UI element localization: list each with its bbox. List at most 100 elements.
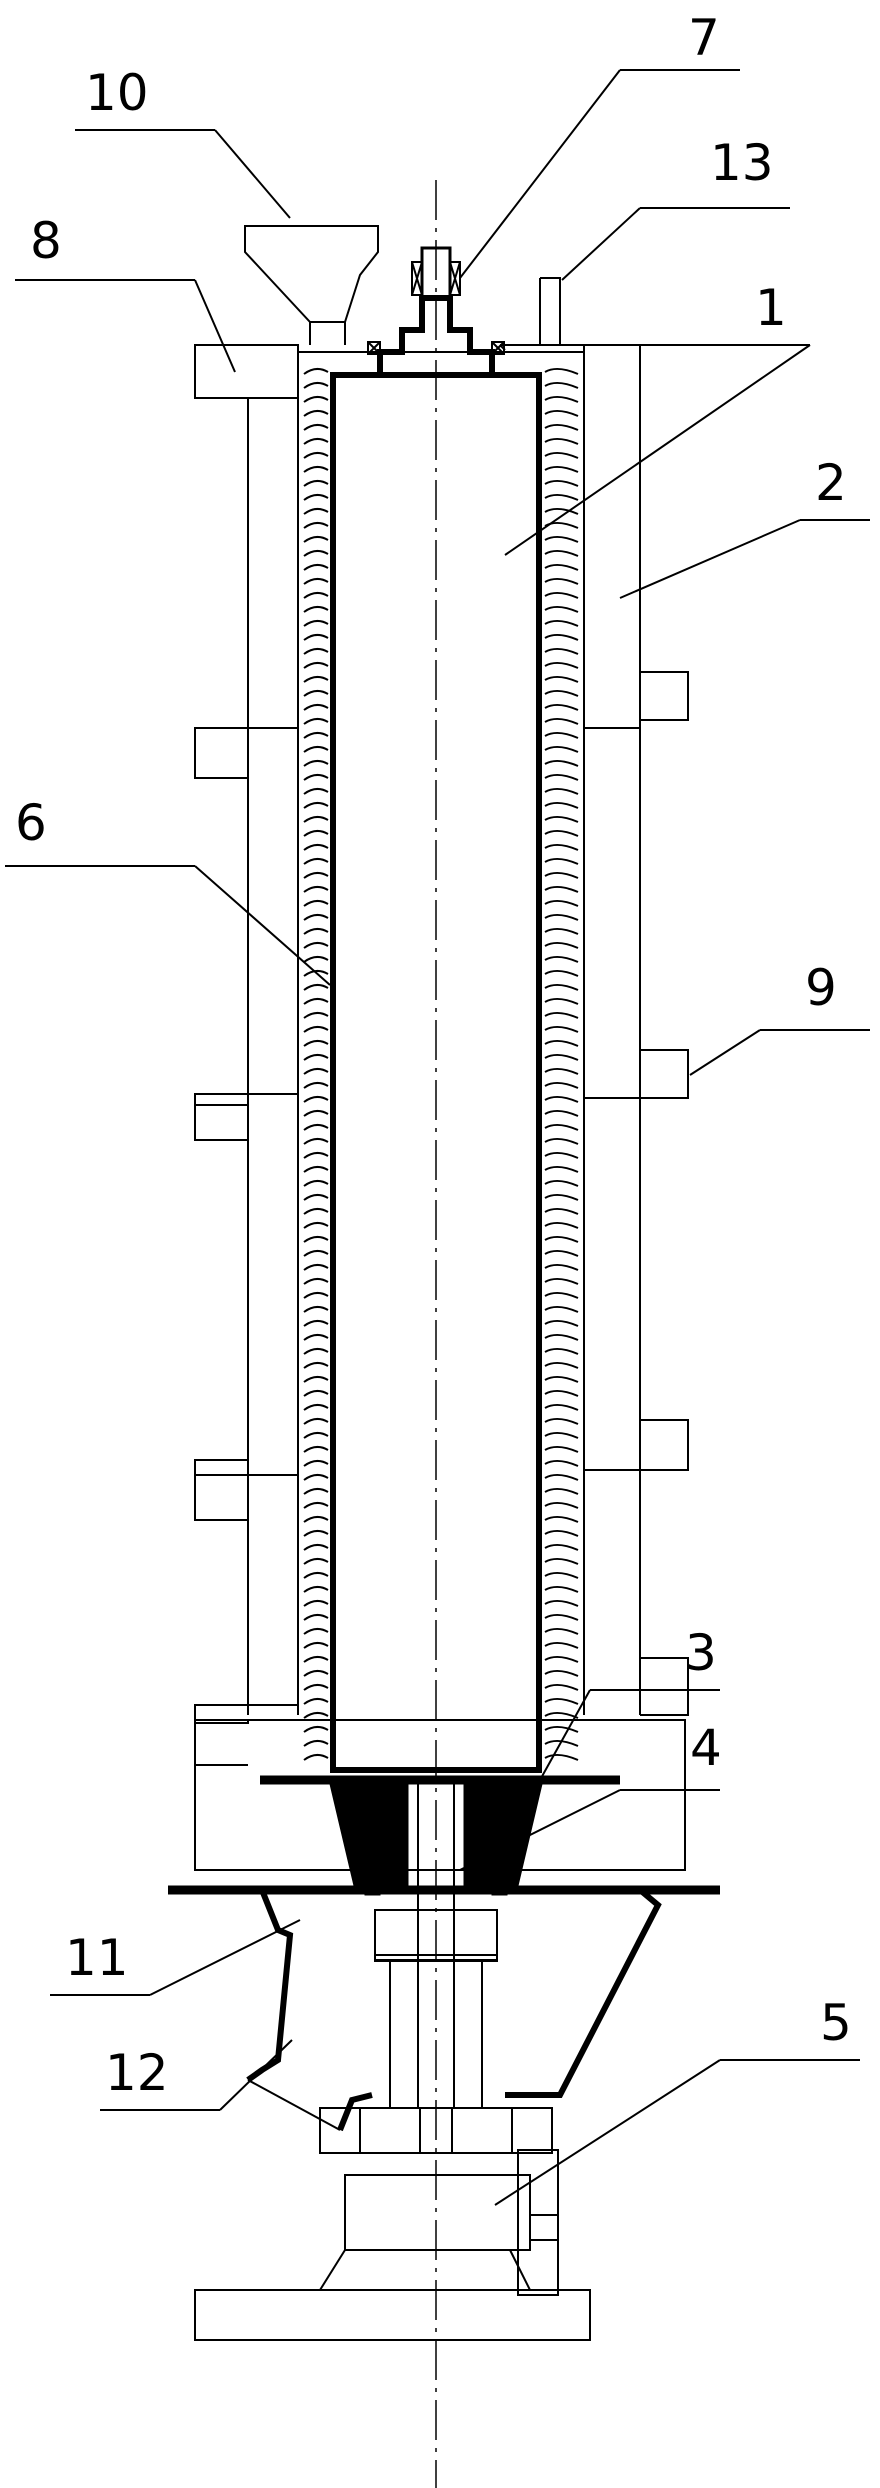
discharge-chute-left <box>240 1887 294 2083</box>
coil-turn-left <box>303 886 329 893</box>
label-7: 7 <box>688 9 720 67</box>
coil-turn-right <box>544 396 579 403</box>
lower-bearing-block-inner <box>374 1954 498 1962</box>
coil-turn-left <box>303 1236 329 1243</box>
coil-turn-left <box>303 1054 329 1061</box>
coil-turn-right <box>544 536 579 543</box>
coil-turn-right <box>544 1082 579 1089</box>
coil-turn-left <box>303 1460 329 1467</box>
coil-turn-right <box>544 1740 579 1747</box>
label-1: 1 <box>755 279 787 337</box>
coil-turn-right <box>544 424 579 431</box>
coil-turn-left <box>303 1138 329 1145</box>
coil-turn-right <box>544 508 579 515</box>
coil-turn-right <box>544 1670 579 1677</box>
coil-turn-right <box>544 1460 579 1467</box>
coil-turn-left <box>303 1334 329 1341</box>
coil-turn-left <box>303 1558 329 1565</box>
coil-turn-left <box>303 1628 329 1635</box>
coil-turn-left <box>303 802 329 809</box>
coil-turn-right <box>544 1054 579 1061</box>
top-bearing-right <box>449 261 461 296</box>
label-8: 8 <box>30 212 62 270</box>
vent-pipe <box>539 277 561 345</box>
coil-turn-right <box>544 578 579 585</box>
coil-turn-right <box>544 494 579 501</box>
coil-turn-right <box>544 1320 579 1327</box>
coil-turn-right <box>544 1152 579 1159</box>
shaft-hub-right <box>463 1783 493 1895</box>
coil-turn-right <box>544 788 579 795</box>
coil-turn-left <box>303 718 329 725</box>
coil-turn-left <box>303 508 329 515</box>
coil-turn-right <box>544 1474 579 1481</box>
coil-turn-left <box>303 648 329 655</box>
coil-turn-right <box>544 1306 579 1313</box>
coil-turn-right <box>544 1208 579 1215</box>
coil-turn-right <box>544 1684 579 1691</box>
coil-turn-left <box>303 1250 329 1257</box>
motor-base <box>194 2289 591 2341</box>
leader-7 <box>459 69 740 279</box>
label-9: 9 <box>805 959 837 1017</box>
coil-turn-right <box>544 760 579 767</box>
shaft-hub-left <box>379 1783 409 1895</box>
coil-turn-right <box>544 1628 579 1635</box>
discharge-outlet-left <box>337 2092 373 2132</box>
coil-turn-left <box>303 1572 329 1579</box>
coil-turn-right <box>544 984 579 991</box>
coil-turn-right <box>544 1390 579 1397</box>
coil-turn-right <box>544 1530 579 1537</box>
coil-turn-left <box>303 396 329 403</box>
coil-turn-left <box>303 1418 329 1425</box>
coil-turn-right <box>544 1180 579 1187</box>
coil-turn-left <box>303 676 329 683</box>
coil-turn-right <box>544 830 579 837</box>
coil-turn-left <box>303 928 329 935</box>
coil-turn-left <box>303 1194 329 1201</box>
coil-turn-right <box>544 914 579 921</box>
coil-turn-right <box>544 1502 579 1509</box>
coil-turn-right <box>544 690 579 697</box>
coil-turn-right <box>544 900 579 907</box>
coil-turn-left <box>303 494 329 501</box>
coil-turn-right <box>544 466 579 473</box>
coil-turn-right <box>544 1040 579 1047</box>
coil-turn-left <box>303 1208 329 1215</box>
coil-turn-left <box>303 1586 329 1593</box>
coil-turn-left <box>303 1082 329 1089</box>
label-10: 10 <box>85 64 149 122</box>
coil-turn-right <box>544 550 579 557</box>
coil-turn-left <box>303 1166 329 1173</box>
leader-2 <box>619 519 870 599</box>
coil-turn-right <box>544 872 579 879</box>
coil-turn-left <box>303 1096 329 1103</box>
coil-turn-left <box>303 564 329 571</box>
coil-turn-right <box>544 732 579 739</box>
coil-turn-left <box>303 1600 329 1607</box>
leader-1 <box>499 344 811 556</box>
coil-turn-left <box>303 956 329 963</box>
leader-10 <box>75 129 291 219</box>
coil-turn-left <box>303 1516 329 1523</box>
coil-turn-right <box>544 1194 579 1201</box>
coil-turn-left <box>303 634 329 641</box>
coil-turn-right <box>544 1068 579 1075</box>
coil-turn-right <box>544 1488 579 1495</box>
coil-turn-left <box>303 1656 329 1663</box>
motor-body <box>344 2174 531 2251</box>
coil-turn-left <box>303 592 329 599</box>
coil-turn-right <box>544 1222 579 1229</box>
coil-turn-right <box>544 956 579 963</box>
coil-turn-right <box>544 480 579 487</box>
coil-turn-right <box>544 1376 579 1383</box>
coil-turn-left <box>303 424 329 431</box>
coil-turn-right <box>544 1124 579 1131</box>
coil-turn-left <box>303 578 329 585</box>
label-2: 2 <box>815 454 847 512</box>
coil-turn-left <box>303 970 329 977</box>
coil-turn-left <box>303 1726 329 1733</box>
coil-turn-right <box>544 1656 579 1663</box>
label-6: 6 <box>15 794 47 852</box>
coil-turn-left <box>303 760 329 767</box>
